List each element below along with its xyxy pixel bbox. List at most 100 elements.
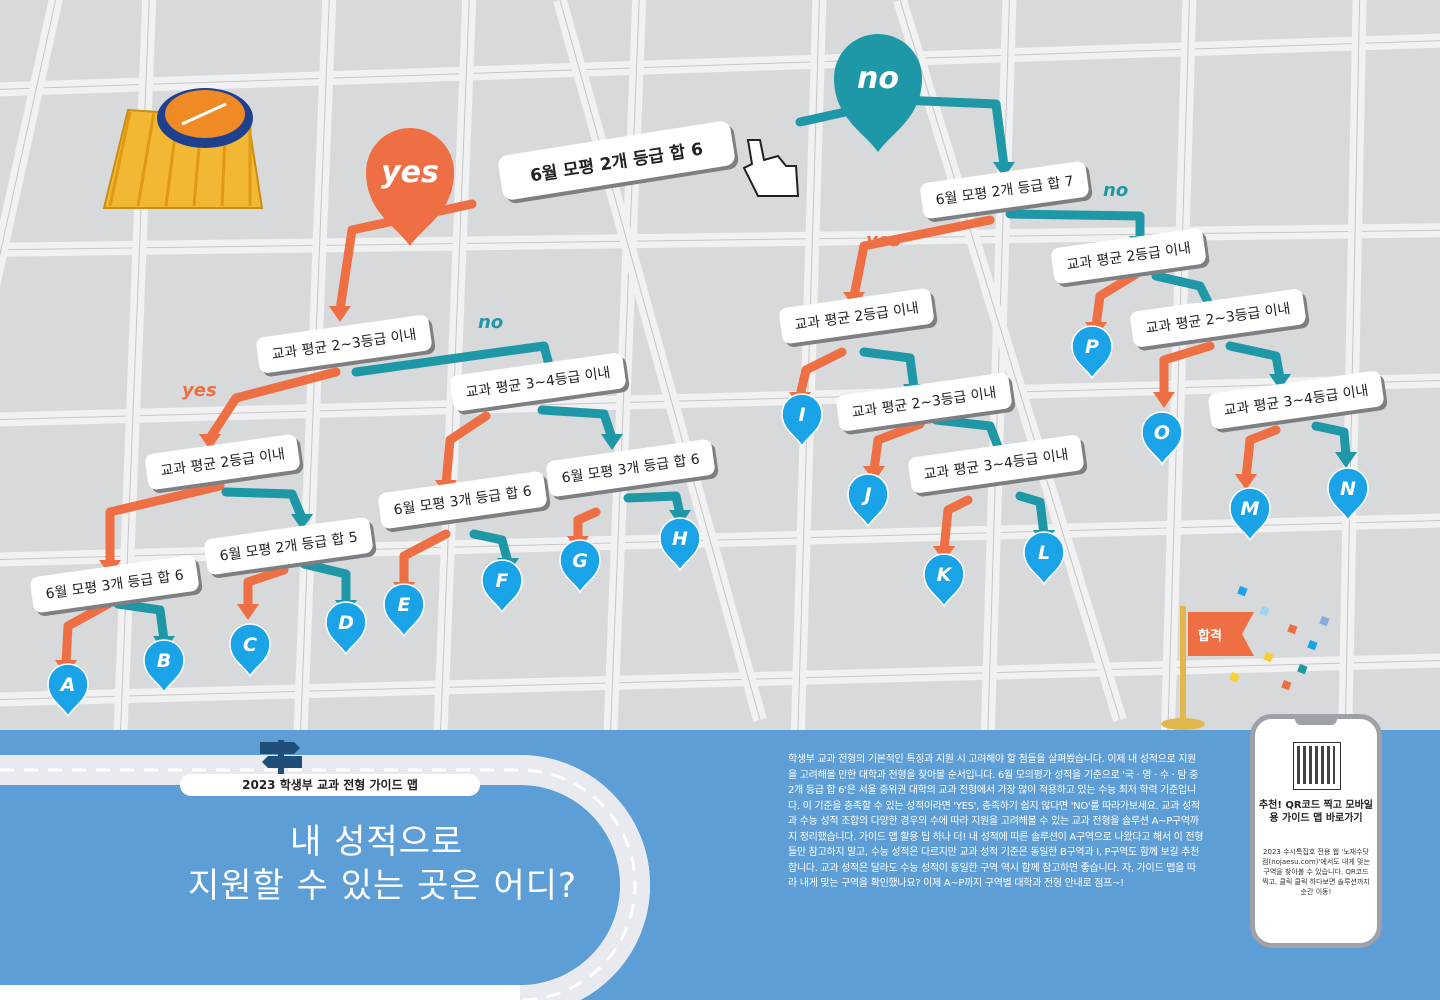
page-title-line2: 지원할 수 있는 곳은 어디? [188, 866, 578, 906]
map-fold [136, 111, 156, 207]
pin-shape [229, 623, 271, 678]
decorations [102, 88, 1330, 730]
yes-arrow [795, 347, 847, 401]
pin-letter: F [496, 570, 509, 592]
pin-shape [659, 517, 701, 572]
yes-arrow [105, 481, 225, 569]
yes-arrow [1159, 341, 1215, 401]
pin-shape [1071, 325, 1113, 380]
pin-shape [47, 663, 89, 718]
zone-pin-k: K [923, 553, 965, 608]
pin-shape [559, 539, 601, 594]
qr-pattern [1297, 746, 1335, 784]
yes-arrow [399, 529, 451, 591]
confetti [1259, 606, 1270, 617]
zone-pin-d: D [325, 601, 367, 656]
zone-pin-p: P [1071, 325, 1113, 380]
pin-letter: B [157, 650, 171, 672]
arrow-head [1269, 374, 1291, 390]
no-arrow [537, 405, 617, 443]
yes-pin: yes [366, 128, 454, 246]
confetti [1307, 640, 1318, 651]
phone-notch [1295, 718, 1337, 725]
zone-pin-a: A [47, 663, 89, 718]
arrow-head [863, 466, 885, 482]
yes-branch-label: yes [182, 380, 217, 401]
pin-letter: G [572, 550, 588, 572]
no-pin: no [834, 34, 922, 152]
pin-text: no [857, 61, 899, 96]
confetti [1281, 680, 1292, 691]
yes-arrow [869, 419, 925, 475]
no-arrow [1151, 271, 1215, 311]
pin-letter: J [860, 484, 871, 506]
no-branch-label: no [478, 312, 504, 333]
confetti [1287, 624, 1298, 635]
no-arrow [931, 415, 1005, 457]
pin-shape [834, 34, 922, 152]
zone-pin-j: J [847, 473, 889, 528]
no-arrow [1015, 491, 1049, 539]
pin-shape [366, 128, 454, 246]
no-arrow [623, 491, 685, 519]
zone-pin-h: H [659, 517, 701, 572]
pin-letter: I [798, 404, 805, 426]
yes-arrow [205, 367, 341, 443]
pin-letter: M [1241, 498, 1260, 520]
street-edge [899, 0, 1121, 721]
street-edge [0, 660, 1440, 700]
pin-letter: E [398, 594, 411, 616]
qr-code-icon[interactable] [1293, 742, 1341, 790]
page-title-line1: 내 성적으로 [290, 822, 464, 862]
arrow-head [1153, 392, 1175, 408]
yes-branch-label: yes [866, 230, 901, 251]
pin-shape [325, 601, 367, 656]
zone-pin-c: C [229, 623, 271, 678]
pin-shape [847, 473, 889, 528]
no-arrow [859, 347, 919, 393]
flag-base [1161, 718, 1205, 730]
arrow-head [1335, 452, 1357, 468]
yes-arrow [1091, 269, 1141, 331]
street-edge [0, 0, 57, 257]
root-pins: yes no [366, 34, 922, 246]
pin-shape [383, 583, 425, 638]
street-edge [0, 40, 1440, 90]
signpost-icon [260, 740, 302, 788]
no-arrow [1311, 421, 1351, 461]
description-text: 학생부 교과 전형의 기본적인 특징과 지원 시 고려해야 할 점들을 살펴봤습… [788, 754, 1204, 889]
yes-arrow [939, 495, 973, 555]
no-arrow [469, 529, 513, 567]
no-branch-label: no [1103, 180, 1129, 201]
yes-arrow [1241, 425, 1281, 483]
guide-subtitle: 2023 학생부 교과 전형 가이드 맵 [180, 774, 480, 796]
zone-pin-n: N [1327, 467, 1369, 522]
pin-letter: P [1085, 336, 1099, 358]
pin-letter: O [1154, 422, 1170, 444]
arrow-head [237, 604, 259, 620]
pin-letter: C [243, 634, 257, 656]
arrow-head [1235, 474, 1257, 490]
pin-letter: A [59, 674, 76, 696]
arrow-head [993, 162, 1015, 178]
pin-letter: D [338, 612, 354, 634]
arrow-head [291, 514, 313, 530]
zone-pin-o: O [1141, 411, 1183, 466]
pin-shape [1023, 531, 1065, 586]
pin-shape [1141, 411, 1183, 466]
mobile-qr-card[interactable]: 추천! QR코드 찍고 모바일용 가이드 맵 바로가기 2023 수시특집호 전… [1250, 714, 1382, 948]
street-edge [0, 229, 1440, 251]
confetti [1263, 652, 1274, 663]
confetti [1229, 671, 1240, 683]
map-fold [108, 111, 132, 207]
no-arrow [113, 599, 169, 645]
pin-shape [923, 553, 965, 608]
yes-arrow [61, 599, 113, 669]
qr-body: 2023 수시특집호 전용 웹 '노재수닷컴(nojaesu.com)'에서도 … [1262, 848, 1370, 896]
qr-heading: 추천! QR코드 찍고 모바일용 가이드 맵 바로가기 [1258, 800, 1373, 824]
pin-letter: H [672, 528, 688, 550]
zone-pin-b: B [143, 639, 185, 694]
yes-arrow [849, 215, 995, 301]
compass-needle [181, 102, 227, 126]
